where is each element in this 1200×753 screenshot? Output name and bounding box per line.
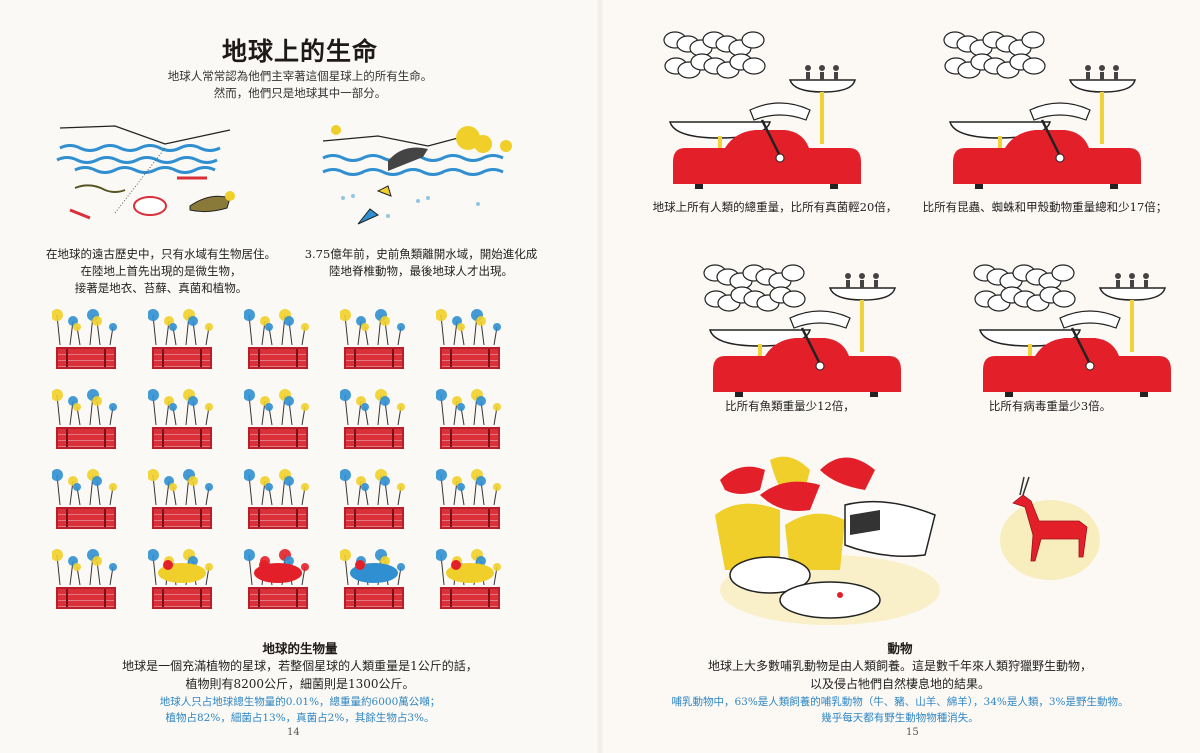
balance-scale-icon <box>943 31 1141 189</box>
page-number: 15 <box>906 727 919 738</box>
plant-crate-blue-herb <box>48 305 124 371</box>
plant-icon <box>148 549 213 586</box>
biomass-note: 地球人只占地球總生物量的0.01%，總重量約6000萬公噸； 植物占82%，細菌… <box>159 696 441 724</box>
crate-icon <box>152 587 212 609</box>
plant-crate-yellow-bush <box>240 305 316 371</box>
plant-icon <box>52 309 117 346</box>
page-title: 地球上的生命 <box>221 37 378 66</box>
scale-fungi <box>650 20 890 195</box>
plant-icon <box>340 389 405 426</box>
scale-insects <box>930 20 1170 195</box>
plant-icon <box>148 309 213 346</box>
scale-caption-viruses: 比所有病毒重量少3倍。 <box>988 399 1112 413</box>
plant-crate-mixed-creatures <box>144 545 220 611</box>
fish-to-land-caption: 3.75億年前，史前魚類離開水域，開始進化成 陸地脊椎動物，最後地球人才出現。 <box>304 247 538 278</box>
biomass-heading: 地球的生物量 <box>262 641 338 656</box>
crate-icon <box>152 427 212 449</box>
plant-crate-blue-tree <box>432 305 508 371</box>
plant-crate-red-creatures <box>240 545 316 611</box>
crate-icon <box>248 347 308 369</box>
plant-crate-yellow-grass <box>336 465 412 531</box>
crate-icon <box>440 587 500 609</box>
plant-crate-yellow-fern <box>336 385 412 451</box>
crate-icon <box>440 347 500 369</box>
plant-crate-yellow-spiky <box>432 465 508 531</box>
plant-icon <box>340 309 405 346</box>
crate-icon <box>344 347 404 369</box>
biomass-plant-grid <box>48 305 528 625</box>
plant-icon <box>436 309 501 346</box>
book-gutter <box>597 0 603 753</box>
plant-icon <box>436 469 501 506</box>
plant-icon <box>340 549 405 586</box>
scale-caption-insects: 比所有昆蟲、蜘蛛和甲殼動物重量總和少17倍； <box>922 200 1168 214</box>
crate-icon <box>152 347 212 369</box>
balance-scale-icon <box>703 264 901 397</box>
domestic-animals-illustration <box>700 440 960 630</box>
scale-caption-fungi: 地球上所有人類的總重量，比所有真菌輕20倍， <box>652 200 898 214</box>
plant-crate-yellow-conifer <box>144 385 220 451</box>
plant-crate-palm-bamboo <box>240 385 316 451</box>
crate-icon <box>344 587 404 609</box>
intro-text: 地球人常常認為他們主宰著這個星球上的所有生命。 然而，他們只是地球其中一部分。 <box>0 68 600 102</box>
plant-icon <box>436 389 501 426</box>
right-page: 地球上所有人類的總重量，比所有真菌輕20倍， 比所有昆蟲、蜘蛛和甲殼動物重量總和… <box>600 0 1200 753</box>
plant-icon <box>52 469 117 506</box>
plant-crate-yellow-tree-blue <box>432 385 508 451</box>
plant-crate-mushrooms <box>432 545 508 611</box>
crate-icon <box>152 507 212 529</box>
crate-icon <box>56 347 116 369</box>
plant-icon <box>244 469 309 506</box>
plant-icon <box>52 389 117 426</box>
ancient-water-caption: 在地球的遠古歷史中，只有水域有生物居住。 在陸地上首先出現的是微生物， 接著是地… <box>46 247 276 295</box>
plant-icon <box>244 309 309 346</box>
page-number: 14 <box>287 727 300 738</box>
plant-icon <box>340 469 405 506</box>
crate-icon <box>56 587 116 609</box>
scale-caption-fish: 比所有魚類重量少12倍， <box>725 399 855 413</box>
crate-icon <box>248 587 308 609</box>
crate-icon <box>440 427 500 449</box>
animals-note: 哺乳動物中，63%是人類飼養的哺乳動物（牛、豬、山羊、綿羊），34%是人類，3%… <box>671 696 1129 724</box>
ancient-sea-illustration <box>55 118 235 228</box>
crate-icon <box>344 427 404 449</box>
plant-crate-blue-yellow-bush <box>336 305 412 371</box>
scale-viruses <box>960 228 1200 403</box>
plant-icon <box>436 549 501 586</box>
intro-line: 然而，他們只是地球其中一部分。 <box>213 86 387 100</box>
plant-icon <box>244 389 309 426</box>
crate-icon <box>248 507 308 529</box>
plant-crate-blue-flower-grass <box>48 385 124 451</box>
animals-body: 地球上大多數哺乳動物是由人類飼養。這是數千年來人類狩獵野生動物， 以及侵占牠們自… <box>707 659 1092 691</box>
plant-crate-yellow-cluster <box>240 465 316 531</box>
crate-icon <box>440 507 500 529</box>
plant-crate-blue-shrub <box>144 465 220 531</box>
balance-scale-icon <box>663 31 861 189</box>
left-page: 地球上的生命 地球人常常認為他們主宰著這個星球上的所有生命。 然而，他們只是地球… <box>0 37 600 738</box>
intro-line: 地球人常常認為他們主宰著這個星球上的所有生命。 <box>167 69 433 83</box>
plant-crate-blue-wildflower <box>48 545 124 611</box>
wild-antelope-illustration <box>995 475 1105 585</box>
fish-to-land-illustration <box>318 116 518 236</box>
plant-icon <box>148 389 213 426</box>
crate-icon <box>56 507 116 529</box>
animals-heading: 動物 <box>887 641 913 656</box>
plant-icon <box>148 469 213 506</box>
scale-fish <box>690 228 930 403</box>
crate-icon <box>344 507 404 529</box>
plant-crate-yellow-oak <box>48 465 124 531</box>
crate-icon <box>248 427 308 449</box>
plant-crate-yellow-tree <box>144 305 220 371</box>
balance-scale-icon <box>973 264 1171 397</box>
plant-icon <box>244 549 309 586</box>
plant-crate-blue-animals <box>336 545 412 611</box>
plant-icon <box>52 549 117 586</box>
crate-icon <box>56 427 116 449</box>
biomass-body: 地球是一個充滿植物的星球，若整個星球的人類重量是1公斤的話， 植物則有8200公… <box>122 659 478 691</box>
